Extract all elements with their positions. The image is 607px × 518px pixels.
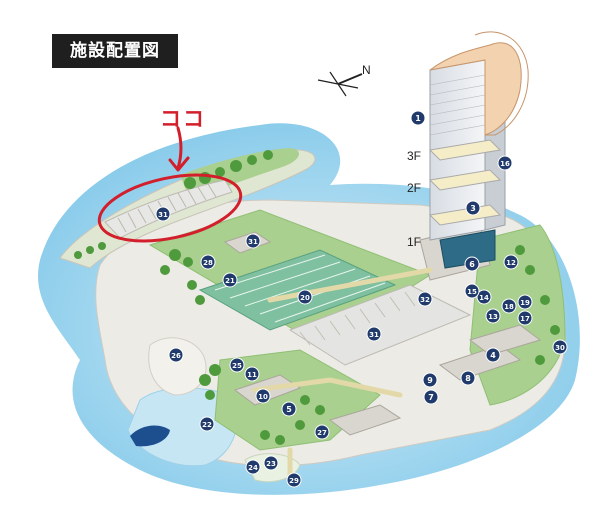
marker-27: 27	[314, 424, 330, 440]
marker-31: 31	[155, 206, 171, 222]
marker-label: 25	[232, 362, 242, 370]
marker-label: 21	[225, 277, 235, 285]
marker-14: 14	[476, 289, 492, 305]
marker-label: 18	[504, 303, 514, 311]
highlight-arrow	[168, 126, 190, 172]
marker-22: 22	[199, 416, 215, 432]
marker-8: 8	[460, 370, 476, 386]
marker-label: 20	[300, 294, 310, 302]
marker-label: 9	[427, 376, 433, 385]
marker-31: 31	[366, 326, 382, 342]
floor-label-3f: 3F	[407, 149, 421, 163]
marker-label: 31	[158, 211, 168, 219]
marker-12: 12	[503, 254, 519, 270]
marker-13: 13	[485, 308, 501, 324]
parking-lines-central	[299, 291, 416, 346]
marker-label: 10	[258, 393, 268, 401]
marker-3: 3	[465, 200, 481, 216]
tennis-courts	[198, 249, 397, 331]
page-title: 施設配置図	[52, 34, 178, 68]
marker-31: 31	[245, 233, 261, 249]
marker-label: 16	[500, 160, 510, 168]
north-label: N	[362, 63, 371, 77]
marker-label: 31	[248, 238, 258, 246]
marker-16: 16	[497, 155, 513, 171]
marker-label: 31	[369, 331, 379, 339]
marker-7: 7	[423, 389, 439, 405]
marker-label: 23	[266, 460, 276, 468]
marker-label: 15	[467, 288, 477, 296]
marker-20: 20	[297, 289, 313, 305]
marker-label: 3	[470, 204, 476, 213]
marker-5: 5	[281, 401, 297, 417]
marker-21: 21	[222, 272, 238, 288]
marker-17: 17	[517, 310, 533, 326]
koko-annotation: ココ	[160, 107, 206, 131]
marker-19: 19	[517, 294, 533, 310]
marker-label: 5	[286, 405, 292, 414]
marker-32: 32	[417, 291, 433, 307]
marker-25: 25	[229, 357, 245, 373]
marker-label: 1	[415, 114, 421, 123]
marker-9: 9	[422, 372, 438, 388]
marker-label: 28	[203, 259, 213, 267]
marker-label: 30	[555, 344, 565, 352]
marker-label: 29	[289, 477, 299, 485]
marker-24: 24	[245, 459, 261, 475]
marker-label: 17	[520, 315, 530, 323]
floor-label-1f: 1F	[407, 235, 421, 249]
floor-label-2f: 2F	[407, 181, 421, 195]
marker-label: 8	[465, 374, 471, 383]
marker-label: 7	[428, 393, 434, 402]
marker-1: 1	[410, 110, 426, 126]
marker-18: 18	[501, 298, 517, 314]
marker-label: 6	[469, 260, 475, 269]
marker-15: 15	[464, 283, 480, 299]
marker-label: 4	[490, 351, 496, 360]
marker-6: 6	[464, 256, 480, 272]
marker-29: 29	[286, 472, 302, 488]
marker-label: 24	[248, 464, 258, 472]
marker-10: 10	[255, 388, 271, 404]
marker-4: 4	[485, 347, 501, 363]
marker-label: 26	[171, 352, 181, 360]
west-pond	[130, 425, 170, 447]
marker-28: 28	[200, 254, 216, 270]
marker-label: 14	[479, 294, 489, 302]
marker-label: 22	[202, 421, 212, 429]
highlight-circle	[97, 173, 243, 243]
west-shore	[148, 337, 207, 396]
north-arrow-icon	[317, 71, 363, 97]
marker-label: 13	[488, 313, 498, 321]
marker-label: 27	[317, 429, 327, 437]
marker-label: 11	[247, 371, 257, 379]
marker-23: 23	[263, 455, 279, 471]
hotel-tower	[428, 31, 529, 269]
marker-label: 32	[420, 296, 430, 304]
marker-label: 12	[506, 259, 516, 267]
marker-11: 11	[244, 366, 260, 382]
marker-30: 30	[552, 339, 568, 355]
marker-26: 26	[168, 347, 184, 363]
marker-label: 19	[520, 299, 530, 307]
